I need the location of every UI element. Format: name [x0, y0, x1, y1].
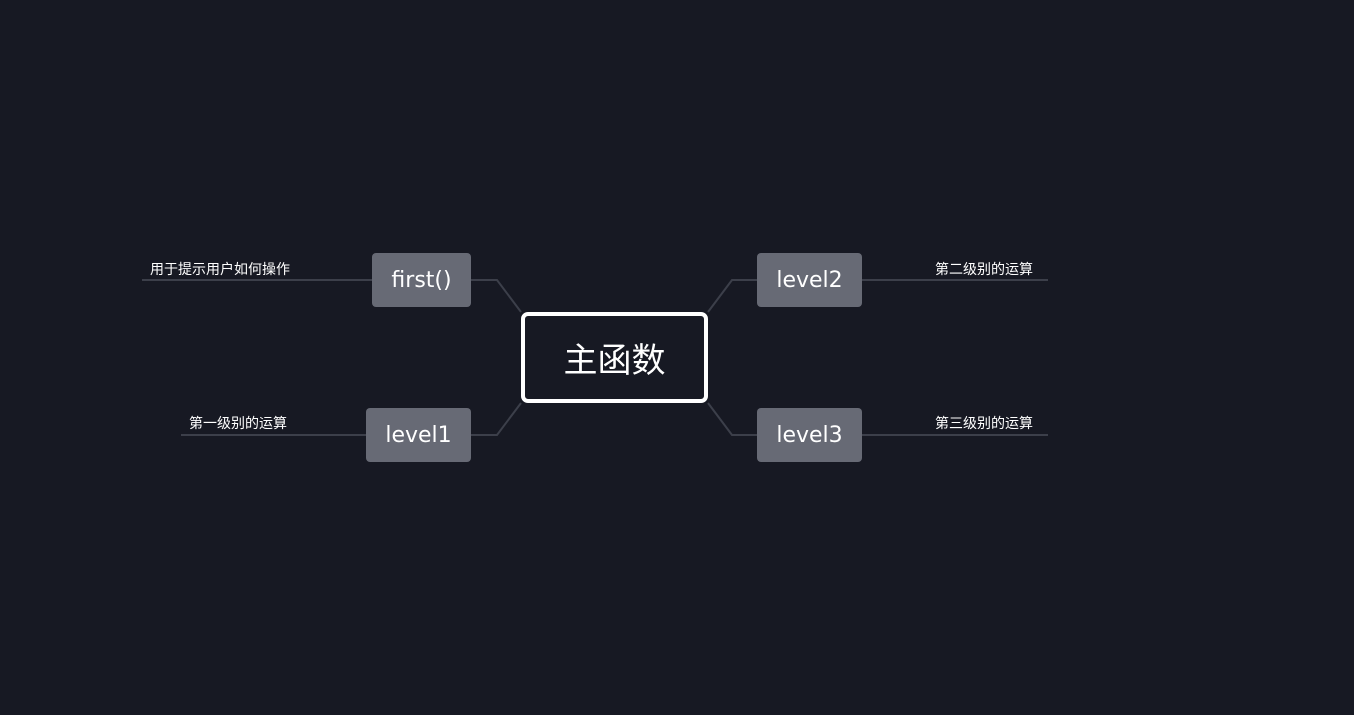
branch-label-first: first() [391, 267, 452, 293]
branch-node-level3[interactable]: level3 [757, 408, 862, 462]
leaf-note-first[interactable]: 用于提示用户如何操作 [150, 262, 290, 278]
branch-node-level2[interactable]: level2 [757, 253, 862, 307]
branch-label-level1: level1 [385, 422, 452, 448]
branch-label-level2: level2 [776, 267, 843, 293]
leaf-note-level2[interactable]: 第二级别的运算 [935, 262, 1033, 278]
branch-label-level3: level3 [776, 422, 843, 448]
branch-node-level1[interactable]: level1 [366, 408, 471, 462]
root-node[interactable]: 主函数 [521, 312, 708, 403]
connector-root-first [471, 279, 522, 313]
root-label: 主函数 [563, 341, 666, 381]
leaf-note-level3[interactable]: 第三级别的运算 [935, 416, 1033, 432]
branch-node-first[interactable]: first() [372, 253, 471, 307]
connector-root-level1 [471, 402, 522, 436]
connector-root-level2 [707, 279, 757, 313]
leaf-note-level1[interactable]: 第一级别的运算 [189, 416, 287, 432]
connector-root-level3 [707, 402, 757, 436]
